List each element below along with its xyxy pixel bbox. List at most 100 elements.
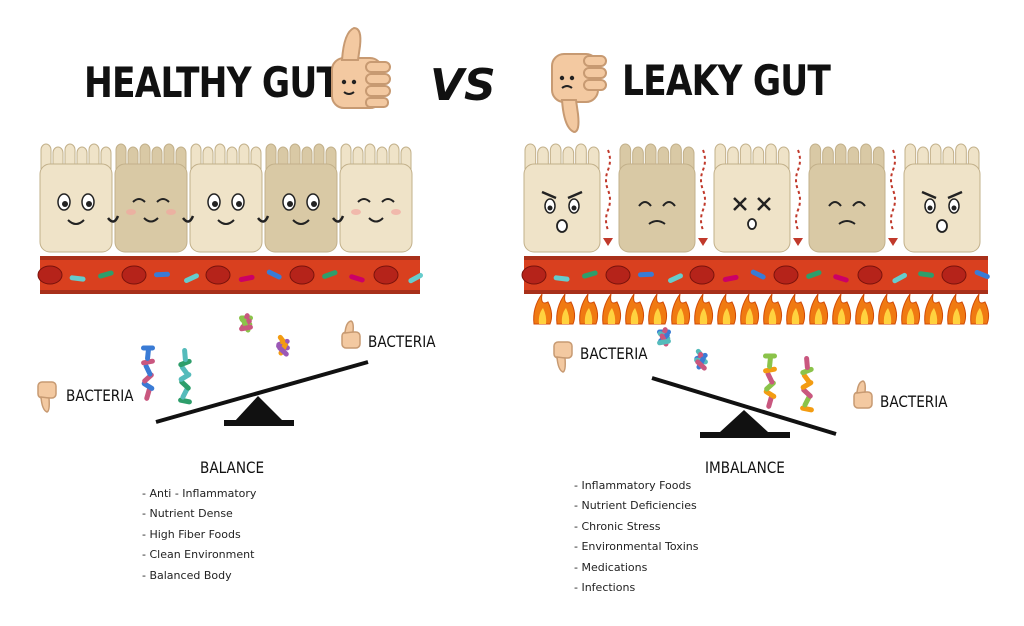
bacteria-icon [408, 272, 424, 284]
bacteria-icon [800, 380, 814, 390]
red-blood-cell [205, 265, 231, 285]
good-bacteria-cluster-leaky [763, 353, 814, 413]
thumbs-up-icon [331, 26, 391, 109]
imbalance-caption: IMBALANCE [705, 458, 785, 477]
leaky-gut-title: LEAKY GUT [622, 56, 831, 105]
bacteria-icon [767, 355, 773, 369]
bacteria-icon [833, 274, 849, 283]
bad-bacteria-label: BACTERIA [66, 386, 134, 405]
bacteria-icon [800, 366, 814, 376]
red-blood-cell [689, 265, 715, 285]
balance-caption: BALANCE [200, 458, 265, 477]
thumbs-up-icon [341, 320, 361, 349]
thumbs-down-icon [553, 341, 573, 373]
bacteria-icon [582, 270, 598, 279]
list-item: Infections [574, 578, 699, 598]
gut-cell-icon [339, 143, 413, 253]
red-blood-cell [941, 265, 967, 285]
bacteria-icon [974, 269, 990, 280]
bacteria-icon [763, 366, 777, 374]
gut-cell-icon [713, 143, 791, 253]
bacteria-icon [553, 275, 570, 282]
bacteria-icon [182, 348, 188, 362]
thumbs-up-icon [853, 380, 873, 409]
red-blood-cell [605, 265, 631, 285]
gut-cell-icon [903, 143, 981, 253]
bacteria-icon [239, 324, 253, 332]
good-bacteria-cluster [239, 313, 290, 357]
red-blood-cell [773, 265, 799, 285]
leak-arrowhead [793, 238, 803, 246]
bacteria-icon [183, 273, 199, 283]
bacteria-icon [178, 397, 192, 405]
red-blood-cell [37, 265, 63, 285]
linked-arms [182, 215, 195, 223]
healthy-gut-cells [39, 143, 413, 253]
linked-arms [257, 215, 270, 223]
imbalance-seesaw-icon [651, 376, 837, 438]
red-blood-cell [857, 265, 883, 285]
bacteria-icon [637, 271, 654, 278]
leaky-gut-cells [523, 143, 981, 253]
bacteria-icon [153, 271, 170, 278]
gut-cell-icon [189, 143, 263, 253]
healthy-blood-vessel [37, 256, 424, 294]
bacteria-icon [667, 273, 683, 283]
bacteria-icon [765, 371, 775, 385]
leaky-factors-list: Inflammatory Foods Nutrient Deficiencies… [574, 476, 699, 598]
thumbs-down-icon [551, 53, 607, 134]
leak-arrow [795, 149, 801, 231]
balance-seesaw-icon [155, 360, 369, 426]
red-blood-cell [121, 265, 147, 285]
bad-bacteria-label-leaky: BACTERIA [580, 344, 648, 363]
linked-arms [107, 215, 120, 223]
thumbs-down-icon [37, 381, 57, 413]
bacteria-icon [800, 405, 814, 413]
list-item: Balanced Body [142, 566, 256, 586]
bacteria-icon [145, 347, 151, 361]
red-blood-cell [373, 265, 399, 285]
bacteria-icon [69, 275, 86, 282]
list-item: Nutrient Deficiencies [574, 496, 699, 516]
bacteria-icon [918, 271, 935, 278]
leak-arrowhead [698, 238, 708, 246]
leak-arrowhead [603, 238, 613, 246]
bacteria-icon [766, 395, 774, 409]
bacteria-icon [806, 270, 822, 279]
bacteria-icon [763, 389, 777, 399]
list-item: Inflammatory Foods [574, 476, 699, 496]
bacteria-icon [178, 358, 192, 368]
list-item: Environmental Toxins [574, 537, 698, 557]
list-item: Nutrient Dense [142, 504, 256, 524]
leak-arrowhead [888, 238, 898, 246]
bacteria-icon [750, 269, 766, 280]
gut-cell-icon [114, 143, 188, 253]
list-item: Chronic Stress [574, 517, 699, 537]
bacteria-icon [695, 359, 707, 371]
list-item: Anti - Inflammatory [142, 484, 256, 504]
gut-cell-icon [808, 143, 886, 253]
linked-arms [332, 215, 345, 223]
bacteria-icon [98, 270, 114, 279]
bacteria-icon [804, 356, 810, 370]
leak-arrow [605, 149, 611, 231]
vs-label: VS [430, 60, 496, 111]
leak-arrow [700, 149, 706, 231]
bacteria-icon [801, 387, 813, 399]
bad-bacteria-cluster [141, 345, 192, 405]
inflammation-flames [533, 293, 990, 325]
bacteria-icon [144, 387, 152, 401]
gut-cell-icon [39, 143, 113, 253]
bacteria-icon [722, 274, 739, 282]
good-bacteria-label-leaky: BACTERIA [880, 392, 948, 411]
bacteria-icon [143, 363, 153, 377]
bacteria-icon [141, 381, 155, 391]
list-item: Medications [574, 558, 699, 578]
bacteria-icon [277, 345, 289, 357]
bacteria-icon [141, 358, 155, 366]
gut-cell-icon [264, 143, 338, 253]
red-blood-cell [289, 265, 315, 285]
gut-cell-icon [523, 143, 601, 253]
bacteria-icon [266, 269, 282, 280]
bacteria-icon [238, 274, 255, 282]
